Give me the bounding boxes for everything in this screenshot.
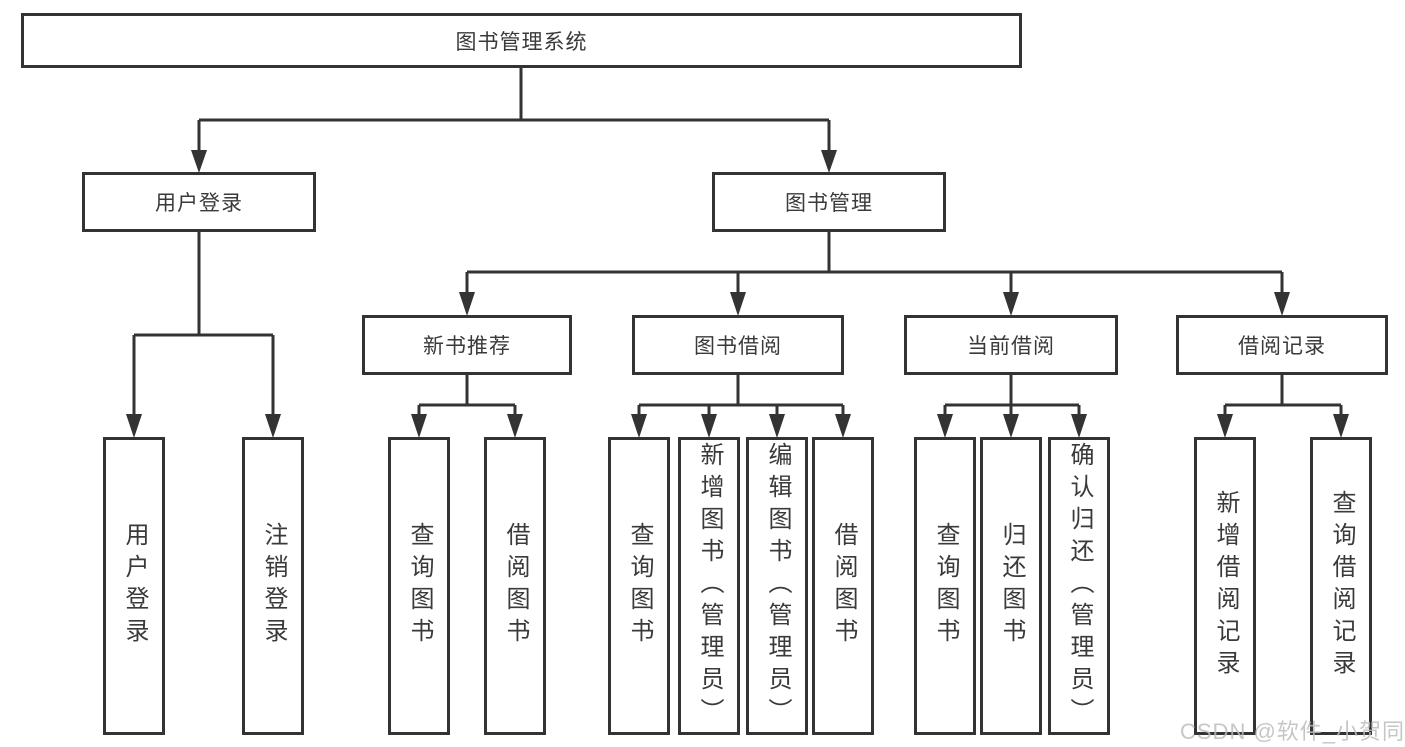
leaf-cb-confirm-return-admin: 确认归还（管理员） [1048, 437, 1110, 735]
leaf-nbr-query-books: 查询图书 [388, 437, 450, 735]
node-book-management: 图书管理 [712, 172, 946, 232]
leaf-br-query-record: 查询借阅记录 [1310, 437, 1372, 735]
node-borrowing-records: 借阅记录 [1176, 315, 1388, 375]
leaf-br-add-record: 新增借阅记录 [1194, 437, 1256, 735]
leaf-logout-login: 注销登录 [242, 437, 304, 735]
leaf-user-login: 用户登录 [103, 437, 165, 735]
node-user-login: 用户登录 [82, 172, 316, 232]
leaf-cb-query-books: 查询图书 [914, 437, 976, 735]
node-new-book-recommend: 新书推荐 [362, 315, 572, 375]
leaf-bb-add-books-admin: 新增图书（管理员） [678, 437, 740, 735]
leaf-bb-edit-books-admin: 编辑图书（管理员） [746, 437, 808, 735]
leaf-nbr-borrow-books: 借阅图书 [484, 437, 546, 735]
csdn-watermark: CSDN @软件_小贺同学 [1180, 719, 1405, 744]
leaf-cb-return-books: 归还图书 [980, 437, 1042, 735]
node-book-borrowing: 图书借阅 [632, 315, 844, 375]
leaf-bb-query-books: 查询图书 [608, 437, 670, 735]
node-current-borrowing: 当前借阅 [904, 315, 1118, 375]
node-system-root: 图书管理系统 [21, 13, 1022, 68]
leaf-bb-borrow-books: 借阅图书 [812, 437, 874, 735]
